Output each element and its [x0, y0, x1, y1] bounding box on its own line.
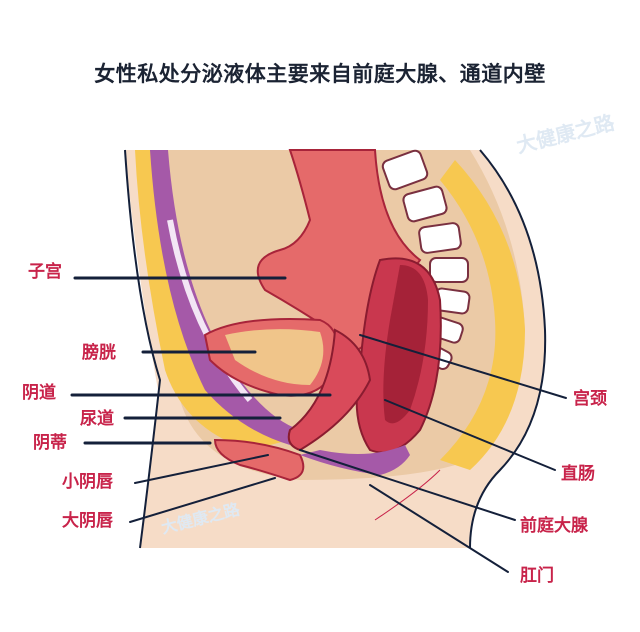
label-labia-minora: 小阴唇	[62, 472, 113, 492]
label-uterus: 子宫	[28, 262, 62, 282]
bladder-inner	[225, 329, 324, 385]
label-rectum: 直肠	[561, 464, 595, 484]
perineum-fold	[374, 469, 441, 521]
leader-labia-minora	[134, 454, 269, 484]
fat-layer-back	[440, 160, 525, 470]
label-vagina: 阴道	[22, 383, 56, 403]
rectum-inner	[383, 265, 428, 424]
body-outline-back	[469, 149, 547, 549]
fat-layer-front	[135, 150, 290, 450]
leader-lines	[70, 276, 567, 573]
perineum	[300, 445, 410, 475]
label-clitoris: 阴蒂	[33, 433, 67, 453]
leader-bartholin-gland	[299, 449, 516, 521]
diagram-title: 女性私处分泌液体主要来自前庭大腺、通道内壁	[94, 62, 546, 86]
pubic-ligament	[167, 219, 253, 402]
label-labia-majora: 大阴唇	[62, 511, 113, 531]
pelvic-muscle	[150, 150, 300, 445]
label-anus: 肛门	[520, 566, 554, 586]
label-bartholin-gland: 前庭大腺	[520, 516, 588, 536]
vulva	[213, 438, 305, 482]
leader-anus	[369, 484, 509, 573]
label-bladder: 膀胱	[82, 343, 116, 363]
label-urethra: 尿道	[80, 409, 114, 429]
leader-cervix	[359, 334, 567, 399]
leader-labia-majora	[129, 477, 276, 523]
body-outline-front	[124, 149, 162, 549]
spine	[381, 149, 471, 370]
label-cervix: 宫颈	[573, 389, 607, 409]
leader-rectum	[384, 399, 556, 471]
